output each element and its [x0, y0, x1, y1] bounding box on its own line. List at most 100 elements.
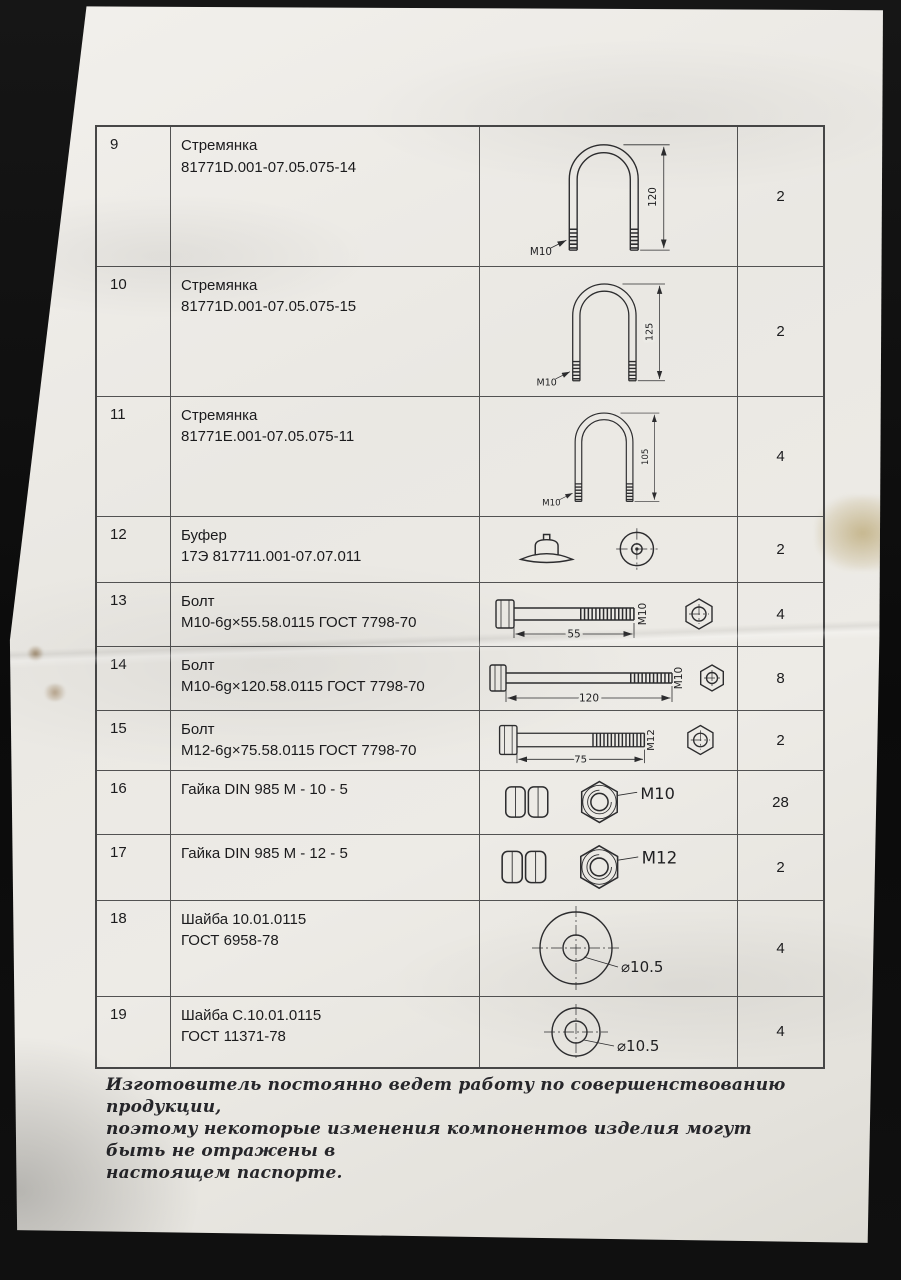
item-code: ГОСТ 11371-78	[181, 1028, 286, 1046]
item-qty-cell: 4	[737, 995, 825, 1069]
item-name-cell: Стремянка 81771D.001-07.05.075-15	[170, 265, 480, 397]
item-qty-cell: 4	[737, 899, 825, 997]
item-qty: 28	[772, 793, 789, 811]
thread-label: M10	[530, 246, 552, 258]
length-dimension: 55	[567, 629, 580, 641]
item-name-cell: Болт М12-6g×75.58.0115 ГОСТ 7798-70	[170, 709, 480, 771]
item-qty-cell: 4	[737, 395, 825, 517]
item-drawing-cell: 120 М10	[479, 645, 738, 711]
item-name: Стремянка	[181, 276, 258, 294]
item-number-cell: 12	[95, 515, 171, 583]
item-name: Болт	[181, 656, 215, 674]
item-number-cell: 17	[95, 833, 171, 901]
length-dimension: 75	[574, 755, 587, 766]
item-qty-cell: 2	[737, 125, 825, 267]
item-code: 81771D.001-07.05.075-14	[181, 158, 357, 176]
note-line: настоящем паспорте.	[106, 1163, 343, 1184]
parts-table: 9 Стремянка 81771D.001-07.05.075-14	[95, 125, 825, 1069]
item-number: 15	[110, 719, 127, 737]
item-number: 11	[110, 405, 126, 423]
item-name-cell: Стремянка 81771D.001-07.05.075-14	[170, 125, 480, 267]
item-drawing-cell: 120 M10	[479, 125, 738, 267]
item-code: М10-6g×120.58.0115 ГОСТ 7798-70	[181, 678, 425, 696]
item-number: 17	[110, 843, 127, 861]
item-name-cell: Гайка DIN 985 М - 10 - 5	[170, 769, 480, 835]
item-name-cell: Болт М10-6g×55.58.0115 ГОСТ 7798-70	[170, 581, 480, 647]
paper-stain	[43, 684, 67, 701]
item-number-cell: 14	[95, 645, 171, 711]
bolt-drawing: 55 М10	[494, 598, 713, 644]
item-number-cell: 16	[95, 769, 171, 835]
item-drawing-cell: 125 M10	[479, 265, 738, 397]
item-qty-cell: 28	[737, 769, 825, 835]
bolt-drawing: 120 М10	[488, 664, 724, 708]
u-bolt-drawing: 120 M10	[530, 144, 670, 258]
item-qty: 4	[776, 1023, 785, 1041]
nut-drawing: M10	[505, 780, 675, 824]
bolt-drawing: 75 М12	[498, 724, 714, 769]
table-row: 9 Стремянка 81771D.001-07.05.075-14	[95, 125, 825, 267]
item-qty-cell: 2	[737, 833, 825, 901]
u-bolt-drawing: 125 M10	[536, 283, 665, 388]
item-code: 81771D.001-07.05.075-15	[181, 298, 357, 316]
diameter-label: ⌀10.5	[621, 958, 663, 976]
length-dimension: 105	[641, 449, 651, 466]
item-drawing-cell: 105 M10	[479, 395, 738, 517]
item-qty: 2	[776, 731, 785, 749]
item-qty: 4	[776, 447, 785, 465]
diameter-label: ⌀10.5	[617, 1037, 659, 1055]
table-row: 19 Шайба С.10.01.0115 ГОСТ 11371-78 ⌀10.…	[95, 995, 825, 1069]
table-row: 10 Стремянка 81771D.001-07.05.075-15	[95, 265, 825, 397]
thread-label: M10	[536, 377, 556, 388]
item-name: Гайка DIN 985 М - 10 - 5	[181, 780, 348, 798]
item-name-cell: Болт М10-6g×120.58.0115 ГОСТ 7798-70	[170, 645, 480, 711]
item-name-cell: Шайба 10.01.0115 ГОСТ 6958-78	[170, 899, 480, 997]
item-name: Гайка DIN 985 М - 12 - 5	[181, 844, 348, 862]
item-number-cell: 10	[95, 265, 171, 397]
note-line: поэтому некоторые изменения компонентов …	[106, 1119, 752, 1162]
item-name: Шайба С.10.01.0115	[181, 1006, 322, 1024]
item-number: 16	[110, 779, 127, 797]
thread-label: М10	[637, 603, 649, 625]
table-row: 12 Буфер 17Э 817711.001-07.07.011	[95, 515, 825, 583]
thread-label: М10	[673, 667, 685, 689]
washer-drawing: ⌀10.5	[543, 1003, 659, 1060]
item-code: М10-6g×55.58.0115 ГОСТ 7798-70	[181, 614, 417, 632]
length-dimension: 120	[578, 693, 598, 705]
note-line: Изготовитель постоянно ведет работу по с…	[106, 1075, 786, 1118]
item-qty: 4	[776, 605, 785, 623]
washer-drawing: ⌀10.5	[531, 906, 663, 990]
item-qty: 2	[776, 858, 785, 876]
item-number: 10	[110, 275, 127, 293]
table-row: 17 Гайка DIN 985 М - 12 - 5	[95, 833, 825, 901]
thread-label: M10	[641, 784, 675, 803]
length-dimension: 125	[644, 323, 655, 341]
item-number-cell: 18	[95, 899, 171, 997]
item-number: 12	[110, 525, 127, 543]
item-name-cell: Шайба С.10.01.0115 ГОСТ 11371-78	[170, 995, 480, 1069]
u-bolt-drawing: 105 M10	[542, 412, 660, 509]
item-code: М12-6g×75.58.0115 ГОСТ 7798-70	[181, 742, 417, 760]
item-qty-cell: 4	[737, 581, 825, 647]
table-row: 15 Болт М12-6g×75.58.0115 ГОСТ 7798-70	[95, 709, 825, 771]
item-name: Буфер	[181, 526, 227, 544]
item-qty-cell: 8	[737, 645, 825, 711]
item-name: Шайба 10.01.0115	[181, 910, 307, 928]
item-drawing-cell: M12	[479, 833, 738, 901]
item-drawing-cell: ⌀10.5	[479, 899, 738, 997]
item-drawing-cell: 75 М12	[479, 709, 738, 771]
item-qty-cell: 2	[737, 265, 825, 397]
item-code: 17Э 817711.001-07.07.011	[181, 548, 362, 566]
item-number: 19	[110, 1005, 127, 1023]
table-row: 16 Гайка DIN 985 М - 10 - 5	[95, 769, 825, 835]
item-drawing-cell: M10	[479, 769, 738, 835]
item-qty: 2	[776, 540, 785, 558]
item-drawing-cell	[479, 515, 738, 583]
item-qty: 8	[776, 669, 785, 687]
nut-drawing: M12	[501, 844, 678, 890]
table-row: 13 Болт М10-6g×55.58.0115 ГОСТ 7798-70	[95, 581, 825, 647]
item-name: Стремянка	[181, 406, 258, 424]
item-name-cell: Буфер 17Э 817711.001-07.07.011	[170, 515, 480, 583]
thread-label: M12	[642, 848, 678, 868]
